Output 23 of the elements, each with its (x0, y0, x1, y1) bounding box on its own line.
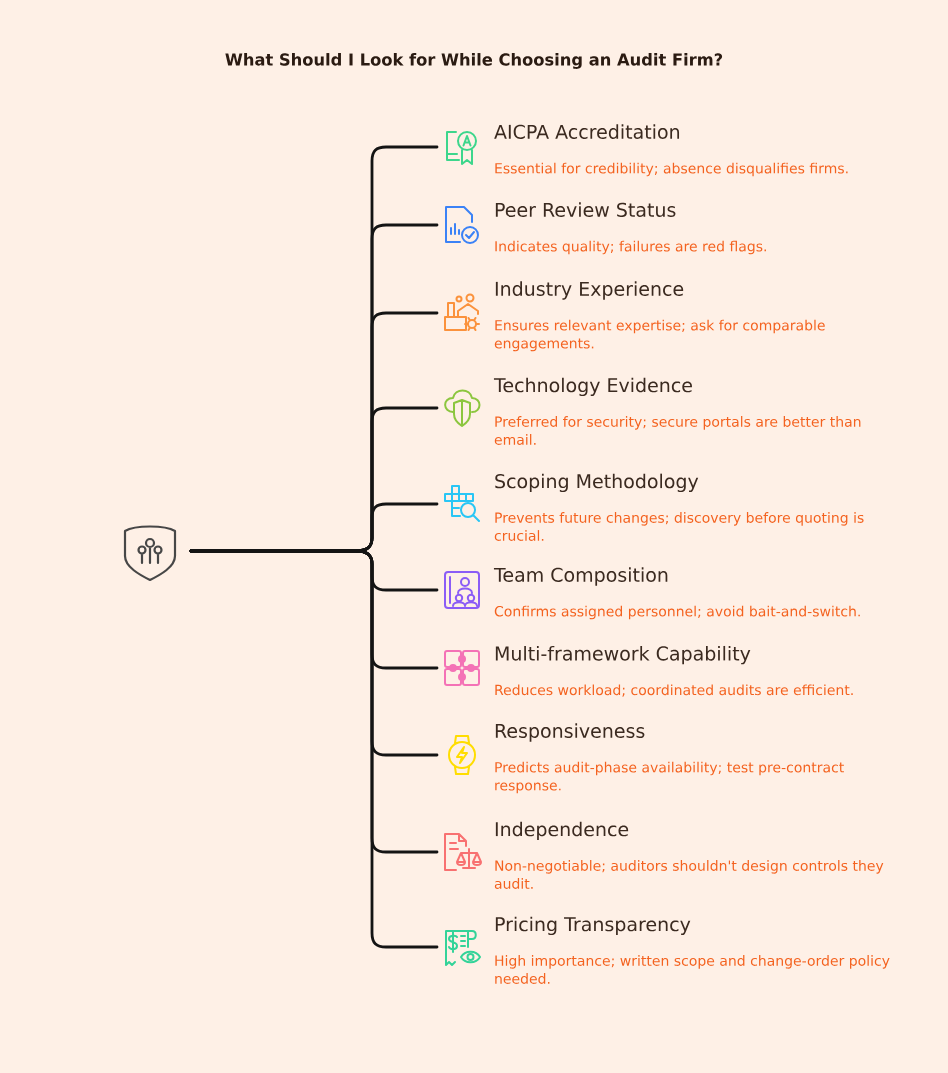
item-description: High importance; written scope and change-order policy needed. (495, 955, 890, 984)
item-description: Non-negotiable; auditors shouldn't design controls they audit. (494, 860, 884, 889)
item-description: Reduces workload; coordinated audits are efficient. (495, 684, 853, 697)
item-description: Indicates quality; failures are red flags. (495, 240, 766, 255)
item-heading: Independence (495, 821, 629, 841)
shield-icon (123, 525, 177, 582)
item-description: Prevents future changes; discovery before quoting is crucial. (494, 512, 864, 541)
item-heading: Scoping Methodology (495, 473, 699, 493)
item-heading: Responsiveness (495, 723, 645, 742)
item-heading: Team Composition (493, 567, 668, 586)
item-heading: Industry Experience (495, 281, 684, 300)
item-heading: Technology Evidence (493, 377, 692, 397)
item-heading: Peer Review Status (495, 202, 676, 217)
item-description: Ensures relevant expertise; ask for comparable engagements. (494, 319, 825, 352)
item-description: Confirms assigned personnel; avoid bait-and-switch. (494, 605, 860, 620)
item-description: Preferred for security; secure portals are better than email. (494, 416, 861, 445)
item-description: Essential for credibility; absence disqualifies firms. (495, 162, 848, 177)
title: What Should I Look for While Choosing an Audit Firm? (225, 53, 723, 69)
item-heading: AICPA Accreditation (494, 124, 679, 139)
item-heading: Multi-framework Capability (495, 645, 751, 665)
item-description: Predicts audit-phase availability; test pre-contract response. (495, 761, 844, 794)
branch-line (189, 549, 439, 949)
item-heading: Pricing Transparency (495, 916, 691, 936)
